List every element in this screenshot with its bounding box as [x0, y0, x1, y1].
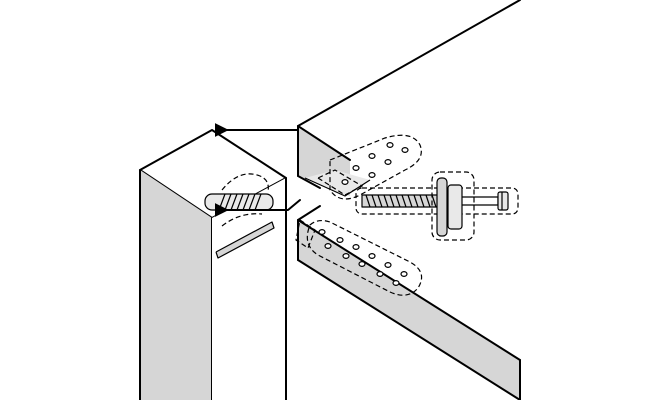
corner-bracket-lower — [295, 219, 423, 296]
bracket-holes-lower — [318, 229, 408, 287]
arrow-insert-lower — [214, 199, 301, 217]
bolt-thread — [365, 194, 437, 208]
bracket-holes-upper — [341, 142, 409, 186]
wing-nut-washer — [431, 171, 475, 241]
table-leg — [139, 129, 287, 400]
corner-bracket-upper — [316, 134, 422, 200]
arrow-insert-upper — [214, 123, 299, 137]
